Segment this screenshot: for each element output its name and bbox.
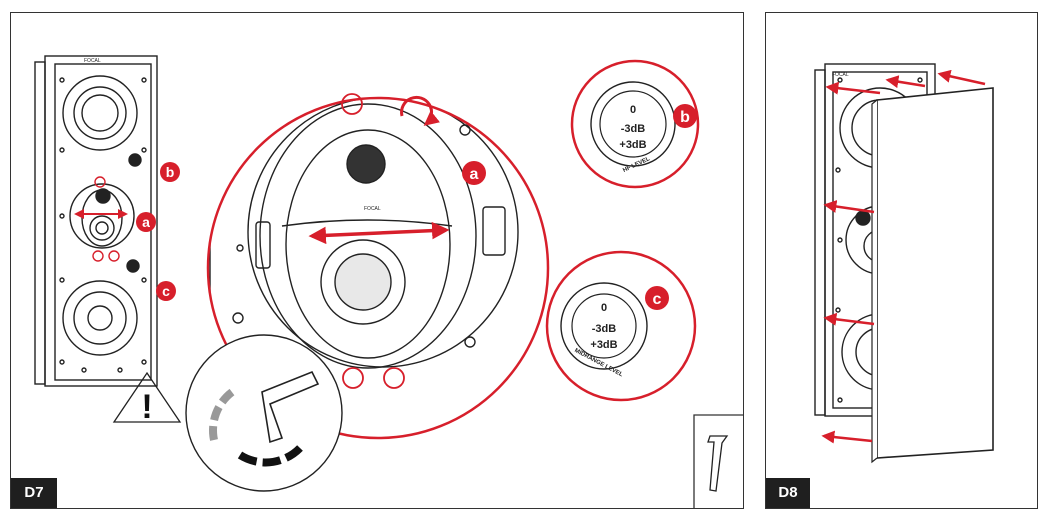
svg-text:a: a [142,214,150,230]
allen-key-tool-box [693,414,744,509]
brand-logo-zoom: FOCAL [364,206,381,212]
callout-c-small: c [156,281,176,301]
allen-key-inset [185,334,343,492]
hf-level-dial: 0 -3dB +3dB HF LEVEL [570,59,700,189]
step-label-d8: D8 [766,478,810,508]
speaker-front-view: FOCAL [34,55,158,387]
mid-dial-plus: +3dB [590,339,617,351]
hf-dial-minus: -3dB [621,123,646,135]
svg-text:a: a [470,166,479,183]
warning-triangle-icon: ! [112,371,182,426]
grille-panel [871,87,994,464]
svg-text:c: c [162,283,170,299]
hf-dial-plus: +3dB [619,139,646,151]
callout-c-zoom: c [645,286,669,310]
svg-text:!: ! [141,388,152,426]
mid-dial-minus: -3dB [592,323,617,335]
step-label-d7: D7 [11,478,57,508]
callout-a-small: a [136,212,156,232]
screw-highlights-small [92,176,120,262]
mid-dial-zero: 0 [601,302,607,314]
brand-logo-d7: FOCAL [84,58,101,64]
hf-dial-zero: 0 [630,104,636,116]
callout-b-zoom: b [673,104,697,128]
svg-text:b: b [166,164,175,180]
callout-b-small: b [160,162,180,182]
rotation-arrow-zoom [308,221,450,245]
svg-text:b: b [680,109,690,126]
brand-logo-d8: FOCAL [832,72,849,78]
svg-text:c: c [653,291,662,308]
midrange-level-dial: 0 -3dB +3dB MIDRANGE LEVEL [545,250,697,402]
push-arrows [821,69,986,444]
callout-a-zoom: a [462,161,486,185]
